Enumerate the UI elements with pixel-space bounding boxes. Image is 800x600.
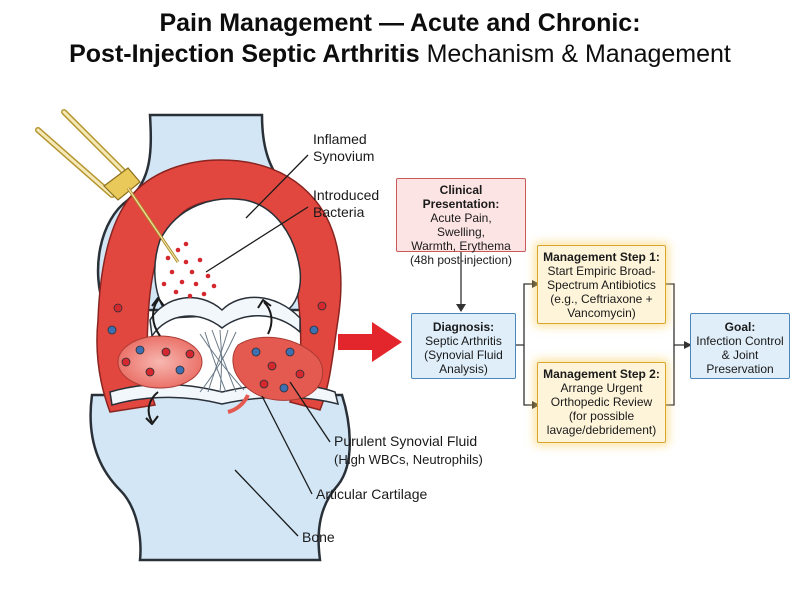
diagnosis-text: Septic Arthritis (Synovial Fluid Analysi… bbox=[424, 334, 503, 376]
fluid-pool-left bbox=[117, 335, 203, 389]
fluid-drip bbox=[227, 394, 250, 414]
big-red-arrow-icon bbox=[338, 322, 402, 362]
goal-text: Infection Control & Joint Preservation bbox=[696, 334, 784, 376]
goal-box: Goal: Infection Control & Joint Preserva… bbox=[690, 313, 790, 379]
flow-connectors bbox=[460, 252, 686, 406]
inflammatory-cells bbox=[107, 301, 327, 393]
clinical-heading: Clinical Presentation: bbox=[422, 183, 500, 211]
step2-text: Arrange Urgent Orthopedic Review (for po… bbox=[546, 381, 657, 437]
diagnosis-box: Diagnosis: Septic Arthritis (Synovial Fl… bbox=[411, 313, 516, 379]
bacteria-cluster bbox=[161, 241, 217, 299]
title-line-1: Pain Management — Acute and Chronic: bbox=[159, 9, 641, 37]
step2-heading: Management Step 2: bbox=[543, 367, 660, 381]
label-leader-lines bbox=[205, 154, 331, 537]
label-inflamed-synovium: Inflamed Synovium bbox=[313, 131, 375, 164]
step1-text: Start Empiric Broad- Spectrum Antibiotic… bbox=[547, 264, 656, 320]
goal-heading: Goal: bbox=[724, 320, 756, 334]
curved-arrow-icon bbox=[145, 297, 273, 425]
femur-cartilage bbox=[149, 296, 301, 339]
management-step-1-box: Management Step 1: Start Empiric Broad- … bbox=[537, 245, 666, 324]
label-introduced-bacteria: Introduced Bacteria bbox=[313, 187, 380, 220]
page-title: Pain Management — Acute and Chronic: Pos… bbox=[0, 8, 800, 70]
title-line-2-bold: Post-Injection Septic Arthritis bbox=[69, 40, 420, 68]
label-purulent-fluid-detail: (High WBCs, Neutrophils) bbox=[334, 452, 483, 467]
label-articular-cartilage: Articular Cartilage bbox=[316, 486, 428, 502]
title-line-2: Post-Injection Septic Arthritis Mechanis… bbox=[0, 39, 800, 70]
syringe-icon bbox=[35, 109, 180, 263]
diagnosis-heading: Diagnosis: bbox=[432, 320, 495, 334]
tibia-bone bbox=[89, 393, 351, 562]
flow-arrowheads bbox=[456, 280, 692, 409]
label-bone: Bone bbox=[302, 529, 335, 545]
title-line-2-rest: Mechanism & Management bbox=[419, 40, 731, 68]
management-step-2-box: Management Step 2: Arrange Urgent Orthop… bbox=[537, 362, 666, 443]
clinical-presentation-box: Clinical Presentation: Acute Pain, Swell… bbox=[396, 178, 526, 267]
step1-heading: Management Step 1: bbox=[543, 250, 660, 264]
ligament-fibres bbox=[199, 329, 245, 393]
label-purulent-fluid: Purulent Synovial Fluid bbox=[334, 433, 478, 449]
clinical-text: Acute Pain, Swelling, Warmth, Erythema (… bbox=[409, 211, 513, 267]
